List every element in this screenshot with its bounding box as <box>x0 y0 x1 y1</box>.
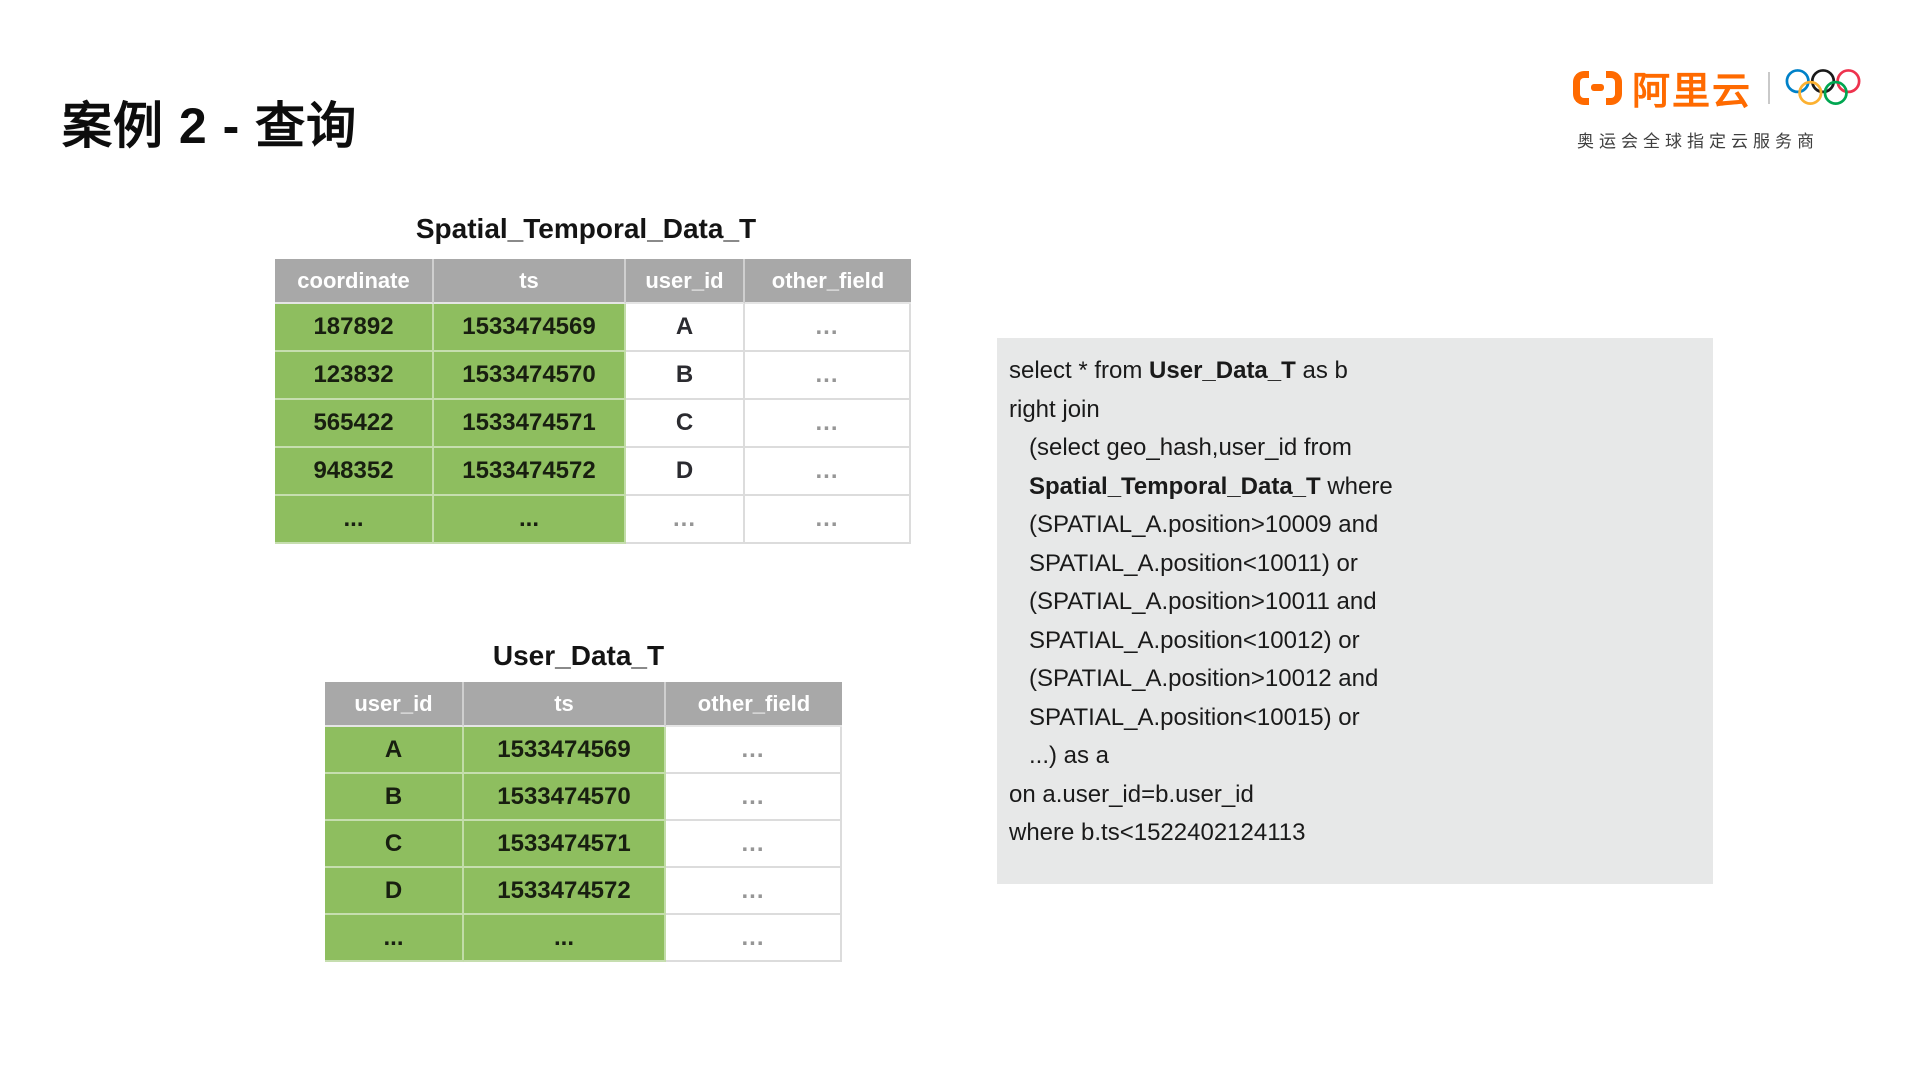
alibaba-cloud-logo: 阿里云 奥运会全球指定云服务商 <box>1572 60 1864 152</box>
code-line: right join <box>1009 395 1100 423</box>
code-line: SPATIAL_A.position<10012) or <box>1009 626 1360 654</box>
table-cell: ... <box>745 352 911 400</box>
table-cell: 1533474570 <box>464 774 666 821</box>
table-cell: 187892 <box>275 304 434 352</box>
table-cell: A <box>626 304 745 352</box>
left-bracket-shape <box>1572 70 1589 105</box>
table-cell: A <box>325 727 464 774</box>
table-cell: ... <box>666 727 842 774</box>
column-header: coordinate <box>275 259 434 304</box>
table-cell: 1533474569 <box>464 727 666 774</box>
slide-title: 案例 2 - 查询 <box>62 97 358 154</box>
code-line: (SPATIAL_A.position>10012 and <box>1009 665 1379 692</box>
table-cell: 565422 <box>275 400 434 448</box>
code-line: (select geo_hash,user_id from <box>1009 434 1352 461</box>
table-cell: ... <box>745 304 911 352</box>
table-cell: ... <box>666 821 842 868</box>
table-cell: 948352 <box>275 448 434 496</box>
olympic-rings-icon <box>1785 68 1861 105</box>
table-cell: D <box>626 448 745 496</box>
table-cell: ... <box>434 496 626 544</box>
brand-name: 阿里云 <box>1631 71 1752 113</box>
table-cell: ... <box>666 774 842 821</box>
table-cell: ... <box>666 915 842 962</box>
table-cell: 1533474572 <box>434 448 626 496</box>
table-cell: ... <box>325 915 464 962</box>
column-header: user_id <box>626 259 745 304</box>
dash-shape <box>1590 84 1604 91</box>
table-cell: ... <box>745 448 911 496</box>
table-cell: ... <box>464 915 666 962</box>
logo-row: 阿里云 <box>1572 60 1864 115</box>
table-cell: ... <box>745 496 911 544</box>
table-cell: B <box>325 774 464 821</box>
table-title: User_Data_T <box>492 640 665 671</box>
column-header: other_field <box>666 682 842 727</box>
table-cell: C <box>626 400 745 448</box>
code-line: where b.ts<1522402124113 <box>1009 819 1306 846</box>
code-line: SPATIAL_A.position<10015) or <box>1009 703 1360 731</box>
table-cell: 1533474569 <box>434 304 626 352</box>
table-row: ............ <box>275 496 911 544</box>
table-cell: 1533474571 <box>464 821 666 868</box>
code-line: on a.user_id=b.user_id <box>1009 780 1254 808</box>
column-header: ts <box>464 682 666 727</box>
table-cell: ... <box>666 868 842 915</box>
alibaba-cloud-brackets-icon <box>1572 70 1622 106</box>
table-cell: 123832 <box>275 352 434 400</box>
code-line: SPATIAL_A.position<10011) or <box>1009 549 1358 577</box>
table-cell: 1533474572 <box>464 868 666 915</box>
table-cell: 1533474570 <box>434 352 626 400</box>
logo-separator <box>1768 71 1770 104</box>
code-line: (SPATIAL_A.position>10009 and <box>1009 511 1379 538</box>
logo-tagline: 奥运会全球指定云服务商 <box>1576 132 1819 151</box>
table-cell: B <box>626 352 745 400</box>
table-cell: C <box>325 821 464 868</box>
table-title: Spatial_Temporal_Data_T <box>415 213 757 244</box>
table-cell: 1533474571 <box>434 400 626 448</box>
code-line: select * from User_Data_T as b <box>1009 357 1348 384</box>
right-bracket-shape <box>1605 70 1622 105</box>
table-cell: ... <box>275 496 434 544</box>
column-header: user_id <box>325 682 464 727</box>
column-header: ts <box>434 259 626 304</box>
sql-code-block: select * from User_Data_T as b right join… <box>997 338 1713 884</box>
code-line: (SPATIAL_A.position>10011 and <box>1009 588 1377 615</box>
table-row: ......... <box>325 915 842 962</box>
column-header: other_field <box>745 259 911 304</box>
code-line: Spatial_Temporal_Data_T where <box>1029 472 1393 500</box>
table-cell: D <box>325 868 464 915</box>
table-cell: ... <box>745 400 911 448</box>
code-line: ...) as a <box>1009 742 1110 769</box>
table-cell: ... <box>626 496 745 544</box>
